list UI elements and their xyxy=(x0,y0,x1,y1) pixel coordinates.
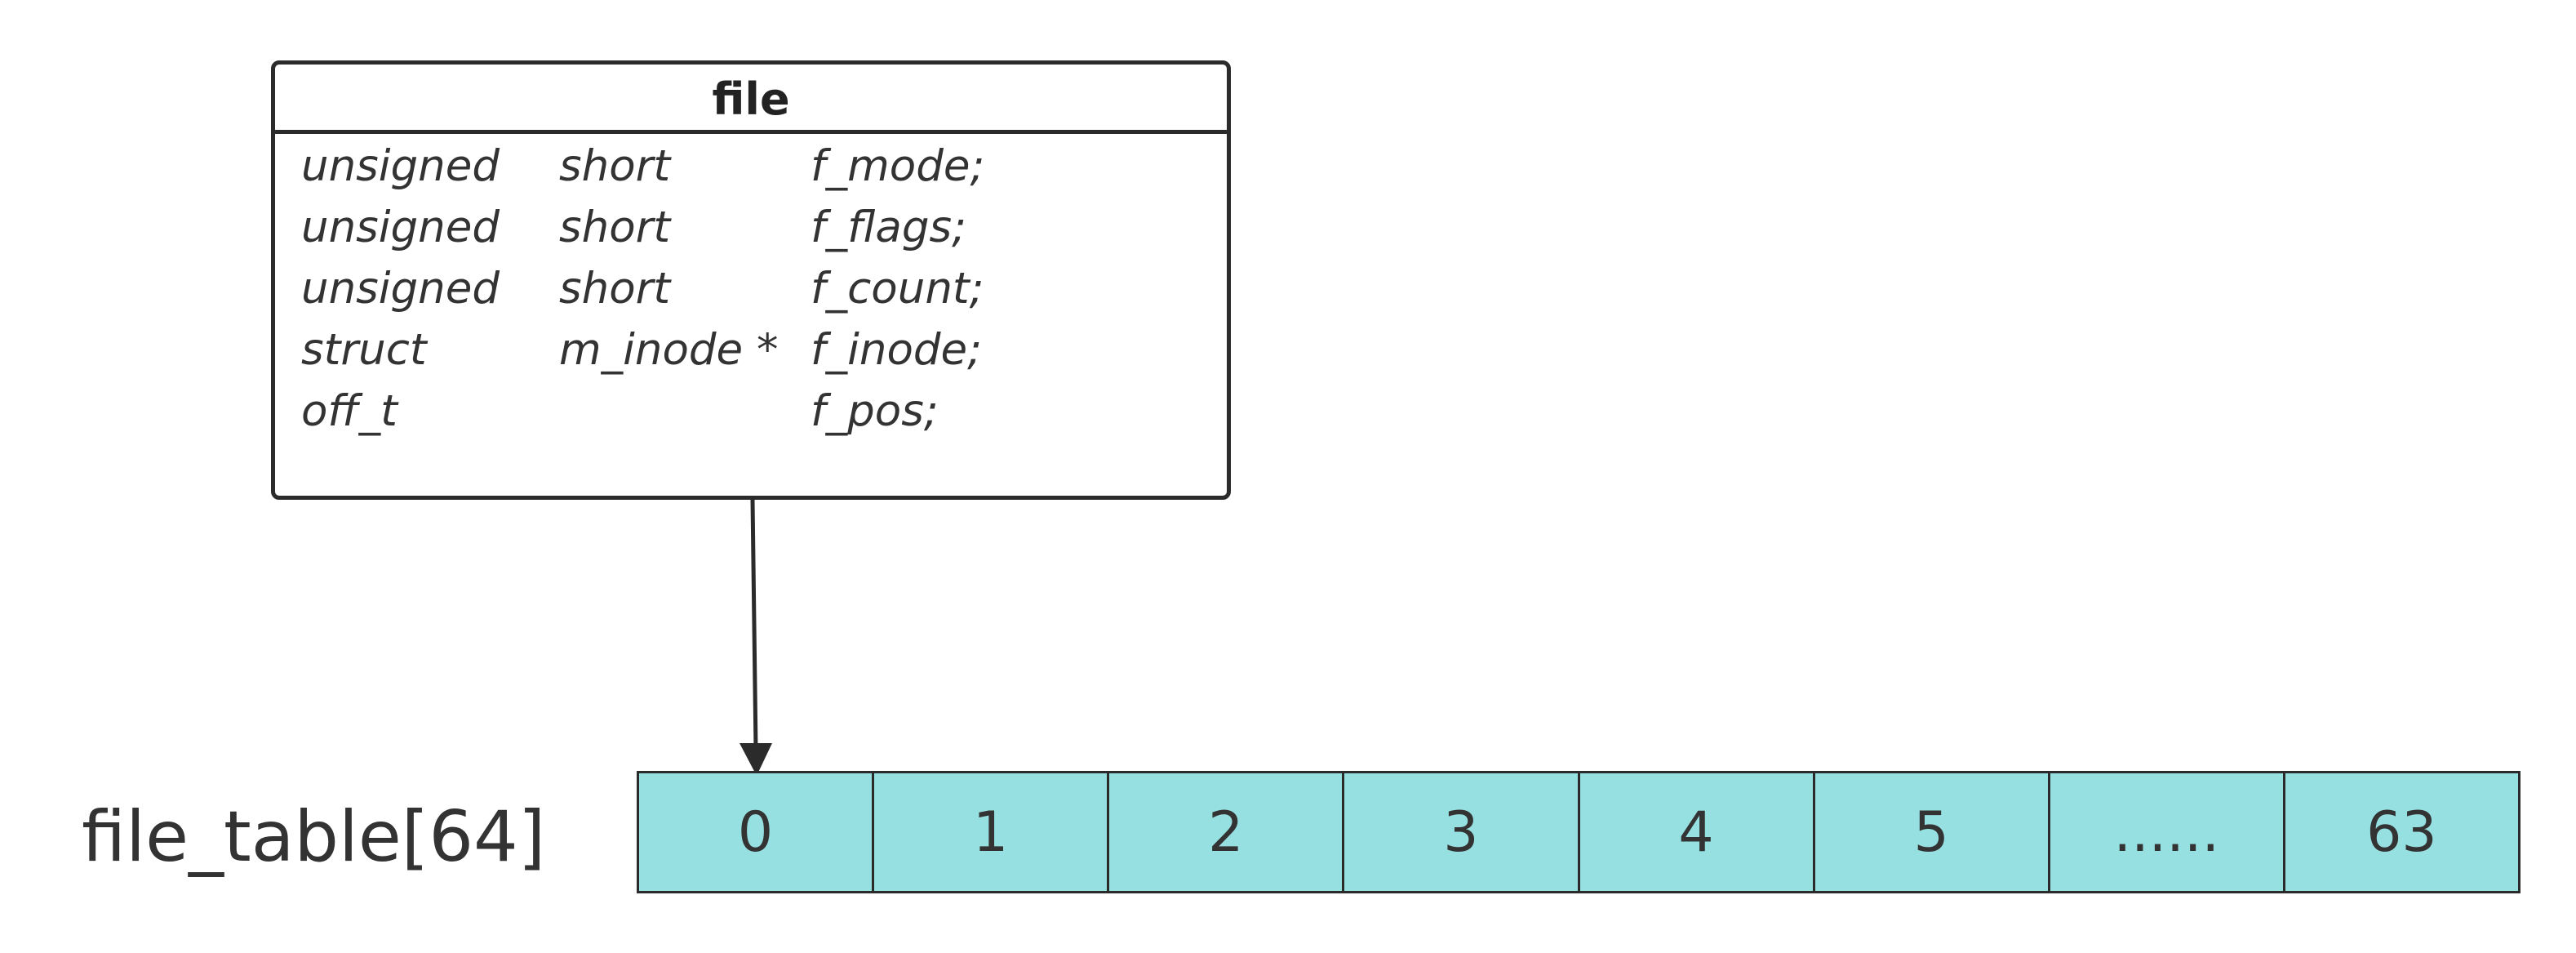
field-name: f_count; xyxy=(811,264,984,314)
struct-field-row: unsigned short f_flags; xyxy=(275,197,1227,258)
file-table-array: 0 1 2 3 4 5 ...... 63 xyxy=(637,771,2520,893)
arrow-head-icon xyxy=(739,743,772,776)
struct-title: file xyxy=(275,65,1227,134)
table-cell-4: 4 xyxy=(1580,773,1815,891)
struct-field-row: unsigned short f_count; xyxy=(275,258,1227,319)
table-cell-0: 0 xyxy=(639,773,875,891)
field-type: unsigned xyxy=(301,203,500,252)
file-table-label: file_table[64] xyxy=(82,796,546,878)
table-cell-2: 2 xyxy=(1109,773,1345,891)
arrow-line xyxy=(750,499,758,750)
struct-field-list: unsigned short f_mode; unsigned short f_… xyxy=(275,134,1227,442)
field-name: f_mode; xyxy=(811,141,985,191)
field-name: f_pos; xyxy=(811,386,939,436)
field-type: struct xyxy=(301,325,427,375)
struct-field-row: off_t f_pos; xyxy=(275,381,1227,442)
struct-file-box: file unsigned short f_mode; unsigned sho… xyxy=(271,60,1231,500)
struct-field-row: struct m_inode * f_inode; xyxy=(275,319,1227,381)
table-cell-1: 1 xyxy=(874,773,1110,891)
field-subtype: m_inode * xyxy=(559,325,779,375)
table-cell-ellipsis: ...... xyxy=(2050,773,2285,891)
table-cell-5: 5 xyxy=(1815,773,2050,891)
field-subtype: short xyxy=(559,203,671,252)
field-subtype: short xyxy=(559,141,671,191)
field-name: f_flags; xyxy=(811,203,966,252)
field-type: unsigned xyxy=(301,264,500,314)
field-name: f_inode; xyxy=(811,325,983,375)
struct-field-row: unsigned short f_mode; xyxy=(275,136,1227,197)
field-type: off_t xyxy=(301,386,398,436)
table-cell-63: 63 xyxy=(2285,773,2520,891)
field-type: unsigned xyxy=(301,141,500,191)
table-cell-3: 3 xyxy=(1344,773,1580,891)
field-subtype: short xyxy=(559,264,671,314)
